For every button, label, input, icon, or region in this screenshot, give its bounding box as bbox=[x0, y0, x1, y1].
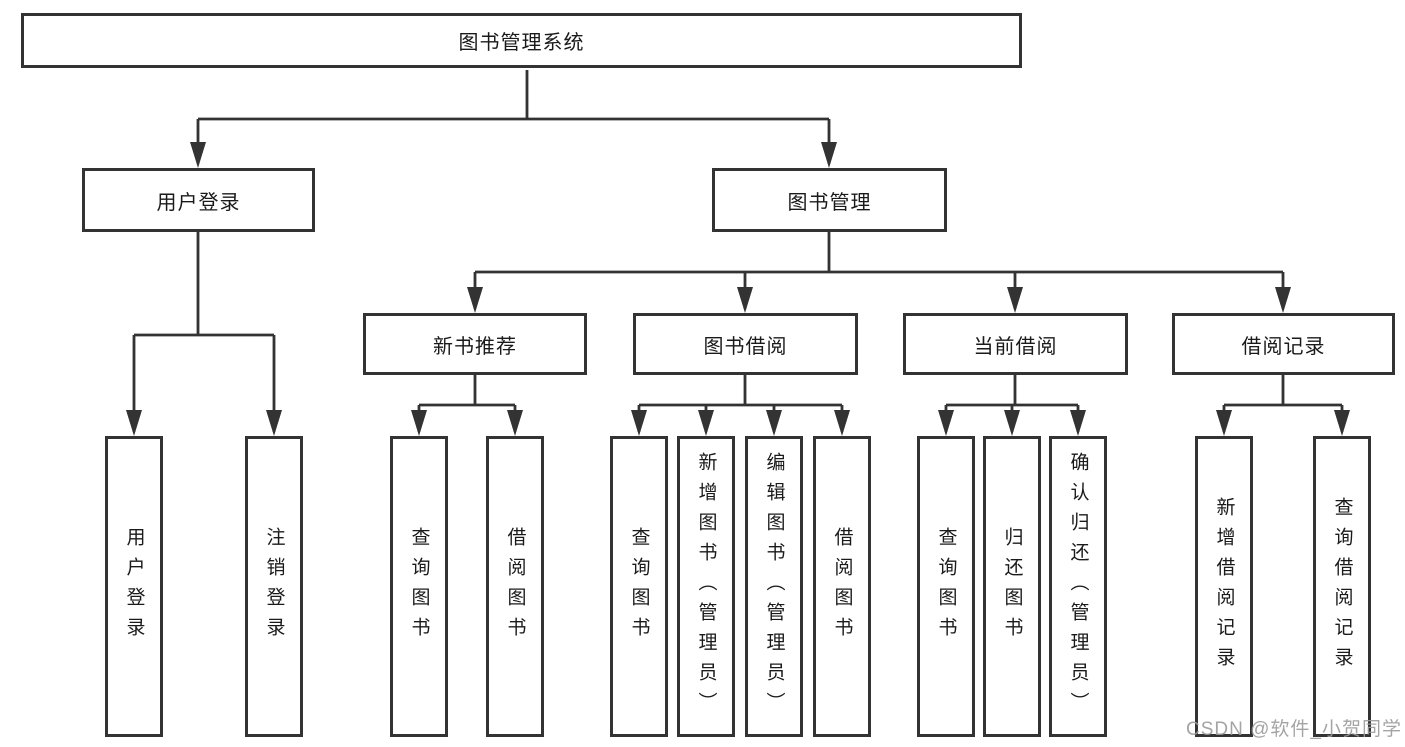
leaf-add-borrow-record-label: 新增借阅记录 bbox=[1213, 496, 1235, 677]
leaf-borrow-query-books-label: 查询图书 bbox=[628, 526, 650, 647]
node-root: 图书管理系统 bbox=[21, 13, 1022, 68]
leaf-query-borrow-record: 查询借阅记录 bbox=[1313, 436, 1371, 737]
leaf-current-query-books: 查询图书 bbox=[917, 436, 975, 737]
leaf-edit-books-admin-label: 编辑图书（管理员） bbox=[763, 451, 785, 722]
csdn-watermark: CSDN @软件_小贺同学 bbox=[1186, 719, 1402, 740]
node-user-login-label: 用户登录 bbox=[156, 191, 241, 214]
leaf-user-login-label: 用户登录 bbox=[123, 526, 145, 647]
leaf-confirm-return-admin: 确认归还（管理员） bbox=[1049, 436, 1107, 737]
leaf-edit-books-admin: 编辑图书（管理员） bbox=[745, 436, 803, 737]
leaf-borrow-books: 借阅图书 bbox=[813, 436, 871, 737]
node-user-login: 用户登录 bbox=[82, 168, 315, 232]
leaf-confirm-return-admin-label: 确认归还（管理员） bbox=[1067, 451, 1089, 722]
node-book-management: 图书管理 bbox=[712, 168, 947, 232]
leaf-add-borrow-record: 新增借阅记录 bbox=[1195, 436, 1253, 737]
node-book-borrow: 图书借阅 bbox=[633, 313, 858, 375]
leaf-query-borrow-record-label: 查询借阅记录 bbox=[1331, 496, 1353, 677]
node-borrow-records-label: 借阅记录 bbox=[1241, 335, 1326, 358]
leaf-borrow-query-books: 查询图书 bbox=[610, 436, 668, 737]
leaf-current-query-books-label: 查询图书 bbox=[935, 526, 957, 647]
leaf-return-books-label: 归还图书 bbox=[1001, 526, 1023, 647]
node-borrow-records: 借阅记录 bbox=[1172, 313, 1395, 375]
leaf-return-books: 归还图书 bbox=[983, 436, 1041, 737]
node-new-book-recommend-label: 新书推荐 bbox=[433, 335, 517, 358]
node-new-book-recommend: 新书推荐 bbox=[363, 313, 587, 375]
leaf-newbook-query-books: 查询图书 bbox=[390, 436, 448, 737]
leaf-add-books-admin: 新增图书（管理员） bbox=[677, 436, 735, 737]
node-book-borrow-label: 图书借阅 bbox=[703, 335, 788, 358]
leaf-newbook-query-books-label: 查询图书 bbox=[408, 526, 430, 647]
leaf-add-books-admin-label: 新增图书（管理员） bbox=[695, 451, 717, 722]
node-book-management-label: 图书管理 bbox=[787, 191, 872, 214]
node-current-borrow: 当前借阅 bbox=[903, 313, 1128, 375]
node-current-borrow-label: 当前借阅 bbox=[973, 335, 1058, 358]
leaf-user-login: 用户登录 bbox=[105, 436, 163, 737]
leaf-newbook-borrow-books-label: 借阅图书 bbox=[504, 526, 526, 647]
leaf-logout-label: 注销登录 bbox=[263, 526, 285, 647]
node-root-label: 图书管理系统 bbox=[458, 32, 585, 54]
leaf-borrow-books-label: 借阅图书 bbox=[831, 526, 853, 647]
leaf-logout: 注销登录 bbox=[245, 436, 303, 737]
leaf-newbook-borrow-books: 借阅图书 bbox=[486, 436, 544, 737]
